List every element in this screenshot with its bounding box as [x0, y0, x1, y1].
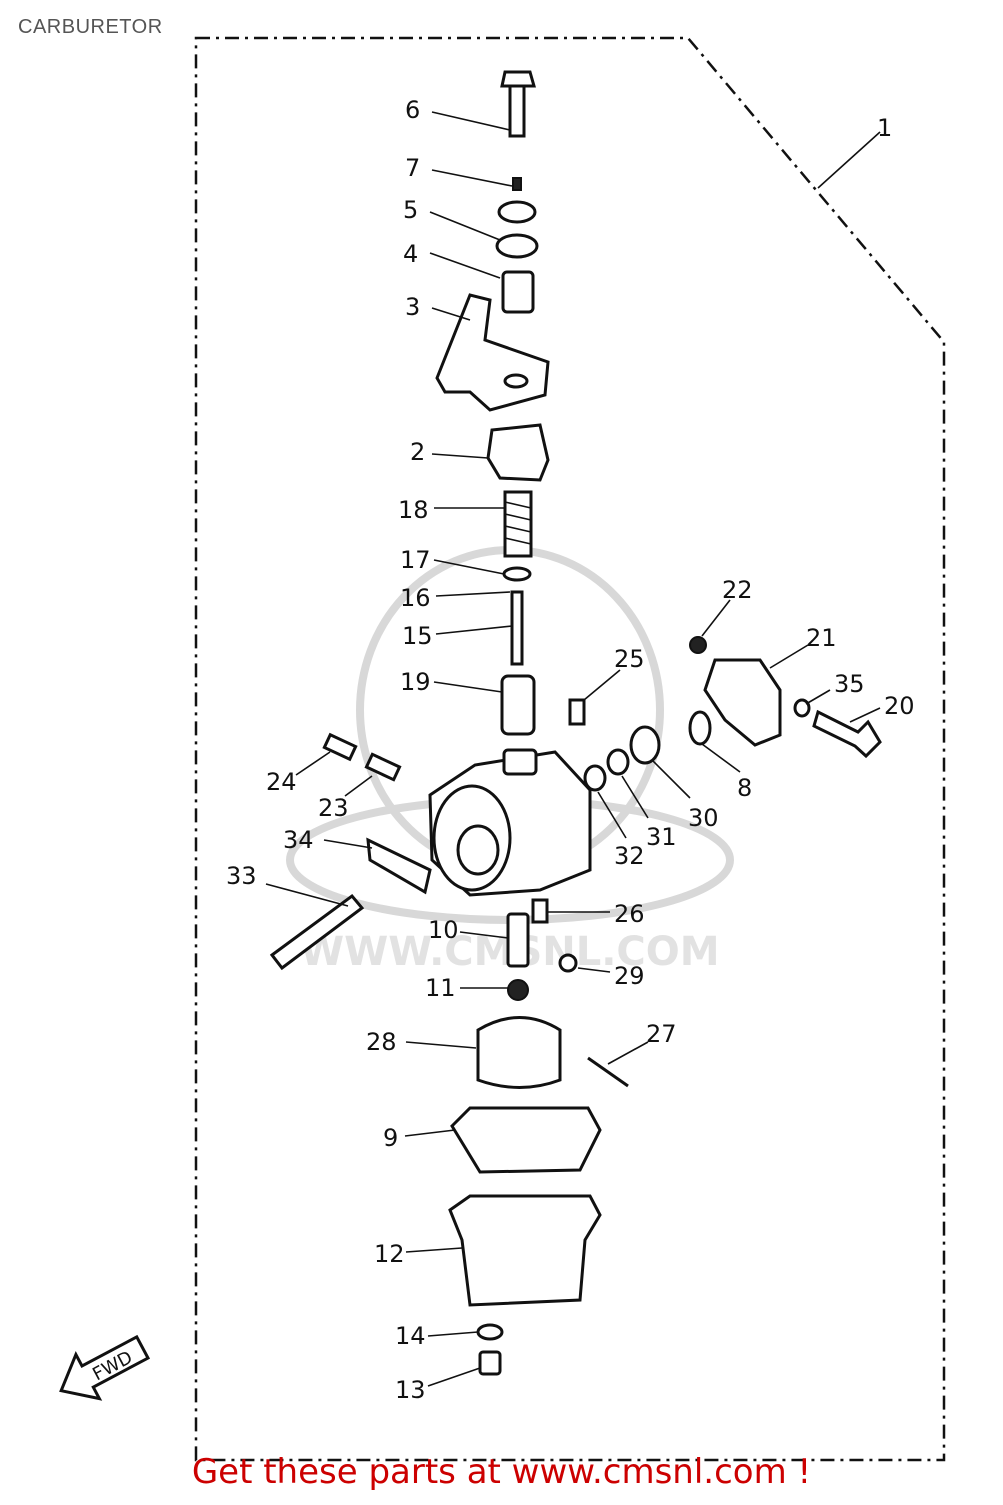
part-18-spring: [503, 490, 533, 558]
callouts: 1 2 3 4 5 6 7 8 9 10: [226, 96, 915, 1404]
callout-11: 11: [425, 974, 456, 1002]
part-19-throttle-valve: [500, 674, 536, 736]
get-parts-link[interactable]: Get these parts at www.cmsnl.com !: [191, 1452, 812, 1492]
callout-9: 9: [383, 1124, 398, 1152]
callout-16: 16: [400, 584, 431, 612]
callout-13: 13: [395, 1376, 426, 1404]
part-30-nut: [629, 725, 661, 765]
part-2-top-cap: [486, 423, 550, 482]
part-26-plug: [531, 898, 549, 924]
callout-25: 25: [614, 645, 645, 673]
part-17-clip: [502, 566, 532, 582]
callout-5: 5: [403, 196, 418, 224]
part-32-washer: [583, 764, 607, 792]
callout-35: 35: [834, 670, 865, 698]
callout-14: 14: [395, 1322, 426, 1350]
part-33-shaft: [269, 893, 365, 971]
callout-22: 22: [722, 576, 753, 604]
part-23-spring: [364, 752, 402, 782]
callout-8: 8: [737, 774, 752, 802]
callout-1: 1: [877, 114, 892, 142]
callout-26: 26: [614, 900, 645, 928]
part-12-float-bowl: [448, 1194, 602, 1307]
part-11-jet: [507, 979, 529, 1001]
callout-7: 7: [405, 154, 420, 182]
part-4-nut: [495, 233, 539, 259]
part-6-screw: [500, 70, 536, 138]
part-28-float: [476, 1016, 562, 1089]
callout-28: 28: [366, 1028, 397, 1056]
callout-20: 20: [884, 692, 915, 720]
callout-15: 15: [402, 622, 433, 650]
part-7-pin: [512, 177, 522, 191]
part-22-screw: [689, 636, 707, 654]
page-title: CARBURETOR: [18, 16, 163, 38]
callout-10: 10: [428, 916, 459, 944]
callout-24: 24: [266, 768, 297, 796]
part-20-bolt: [812, 709, 882, 759]
part-15-needle: [510, 590, 524, 666]
part-13-bolt: [478, 1350, 502, 1376]
part-31-oring: [606, 748, 630, 776]
callout-32: 32: [614, 842, 645, 870]
assembly-frame: [194, 36, 946, 1462]
callout-18: 18: [398, 496, 429, 524]
part-25-jet: [568, 698, 586, 726]
part-27-pin: [587, 1056, 629, 1088]
callout-23: 23: [318, 794, 349, 822]
callout-31: 31: [646, 823, 677, 851]
part-5-cap: [497, 200, 537, 224]
callout-30: 30: [688, 804, 719, 832]
callout-3: 3: [405, 293, 420, 321]
part-24-screw: [322, 732, 358, 762]
part-34-plate: [366, 837, 432, 895]
part-14-washer: [476, 1323, 504, 1341]
callout-21: 21: [806, 624, 837, 652]
part-3-bracket: [435, 270, 550, 412]
callout-17: 17: [400, 546, 431, 574]
part-10-jet: [506, 912, 530, 968]
callout-12: 12: [374, 1240, 405, 1268]
callout-34: 34: [283, 826, 314, 854]
callout-4: 4: [403, 240, 418, 268]
part-29-washer: [558, 953, 578, 973]
callout-19: 19: [400, 668, 431, 696]
callout-27: 27: [646, 1020, 677, 1048]
part-35-clip: [793, 698, 811, 718]
part-9-gasket: [450, 1106, 602, 1174]
part-21-choke-lever: [703, 658, 782, 747]
callout-33: 33: [226, 862, 257, 890]
callout-6: 6: [405, 96, 420, 124]
part-8-oring: [688, 710, 712, 746]
fwd-arrow: FWD: [59, 1334, 151, 1401]
callout-2: 2: [410, 438, 425, 466]
callout-29: 29: [614, 962, 645, 990]
carburetor-body: [428, 748, 592, 897]
